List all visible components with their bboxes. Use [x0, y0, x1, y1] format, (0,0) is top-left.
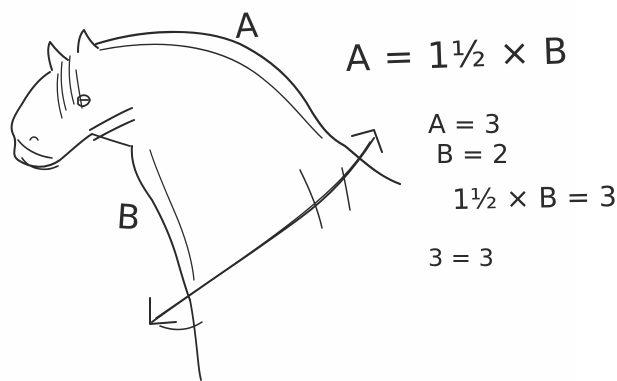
equation-line-3: 1½ × B = 3 — [451, 180, 617, 216]
horse-shoulder — [299, 167, 351, 229]
horse-face-outline — [10, 71, 93, 168]
horse-jaw — [91, 133, 131, 147]
measure-arrow-line — [151, 137, 375, 323]
equation-main: A = 1½ × B — [344, 31, 570, 80]
label-b: B — [115, 197, 142, 239]
horse-neck-crest — [94, 30, 402, 186]
equation-line-4: 3 = 3 — [428, 244, 494, 272]
horse-nostril — [29, 136, 39, 141]
horse-sketch — [10, 29, 402, 381]
arrow-head-bottom — [149, 297, 177, 325]
sketch-canvas: A B A = 1½ × B A = 3 B = 2 1½ × B = 3 3 … — [10, 5, 617, 381]
label-a: A — [233, 5, 260, 47]
horse-ear-right — [77, 29, 99, 53]
horse-throat-inner — [149, 149, 195, 281]
arrow-tail-curve — [159, 321, 203, 331]
horse-muzzle — [17, 139, 59, 171]
horse-neck-crest-inner — [99, 43, 323, 139]
horse-throat-b — [130, 145, 191, 301]
equation-line-2: B = 2 — [436, 140, 509, 170]
horse-eye-icon — [77, 94, 91, 107]
arrow-head-top — [351, 129, 383, 153]
equation-line-1: A = 3 — [428, 110, 501, 140]
horse-mane-lines — [56, 55, 83, 119]
horse-chest — [189, 299, 202, 381]
measure-arrow-line-2 — [155, 141, 371, 319]
horse-cheek-lines — [89, 107, 135, 141]
horse-ear-left — [47, 41, 69, 71]
